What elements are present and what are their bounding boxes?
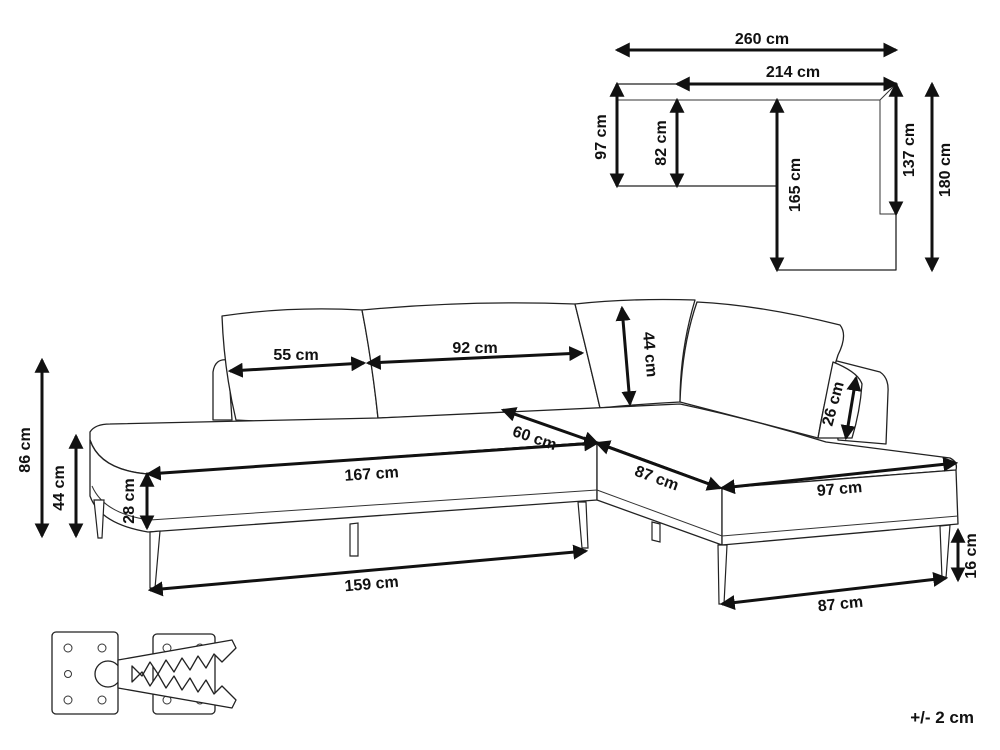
dim-label-87-legs: 87 cm	[817, 594, 864, 616]
leg-left-front	[149, 530, 161, 589]
screw-3	[63, 695, 73, 705]
dim-label-214: 214 cm	[766, 64, 820, 81]
clip-knob	[94, 660, 122, 688]
dim-line-97-chaise	[719, 456, 959, 495]
dim-line-26	[840, 375, 862, 441]
dim-label-167: 167 cm	[344, 464, 399, 485]
sofa-dimensions: 86 cm 44 cm 28 cm 55 cm 92 cm 44 cm 60 c…	[17, 305, 980, 616]
dim-label-86: 86 cm	[17, 427, 34, 472]
plan-dimensions: 260 cm 214 cm 97 cm 82 cm 165 cm 137 cm …	[593, 31, 954, 273]
leg-middle	[349, 522, 359, 557]
dim-label-55: 55 cm	[273, 347, 318, 364]
screw-1	[63, 643, 73, 653]
dim-line-55	[227, 356, 367, 378]
leg-chaise-back	[651, 521, 661, 543]
connector-clip-detail	[51, 631, 237, 715]
dim-label-159: 159 cm	[344, 574, 400, 596]
base-trim-chaise	[596, 489, 959, 537]
dim-label-97-plan: 97 cm	[593, 114, 610, 159]
dim-label-44-cushion: 44 cm	[639, 331, 660, 378]
plan-view	[616, 83, 897, 271]
sofa-perspective	[89, 298, 959, 605]
dim-line-87-legs	[719, 572, 949, 610]
dim-label-82: 82 cm	[653, 120, 670, 165]
dim-label-92: 92 cm	[452, 340, 497, 357]
clip-jaw	[117, 639, 237, 709]
dim-line-159	[147, 544, 589, 597]
dim-line-92	[365, 346, 585, 370]
plan-outline	[616, 83, 897, 271]
dim-label-97-chaise: 97 cm	[816, 479, 863, 500]
screw-2	[97, 643, 107, 653]
dim-label-260: 260 cm	[735, 31, 789, 48]
dim-line-167	[145, 436, 600, 481]
leg-chaise-left	[717, 544, 728, 605]
leg-left-back	[93, 499, 105, 539]
dim-label-165: 165 cm	[787, 158, 804, 212]
tolerance-note: +/- 2 cm	[910, 708, 974, 727]
dim-line-44-cushion	[615, 305, 637, 407]
back-cushion-1	[221, 308, 379, 423]
screw-4	[97, 695, 107, 705]
dim-label-16: 16 cm	[963, 533, 980, 578]
dim-label-180: 180 cm	[937, 143, 954, 197]
dim-label-28: 28 cm	[121, 478, 138, 523]
dim-label-44-seat: 44 cm	[51, 465, 68, 510]
screw-5	[64, 670, 72, 678]
dim-label-137: 137 cm	[901, 123, 918, 177]
leg-corner	[577, 501, 589, 549]
dim-line-87-corner	[594, 440, 723, 491]
leg-chaise-right	[939, 524, 951, 579]
